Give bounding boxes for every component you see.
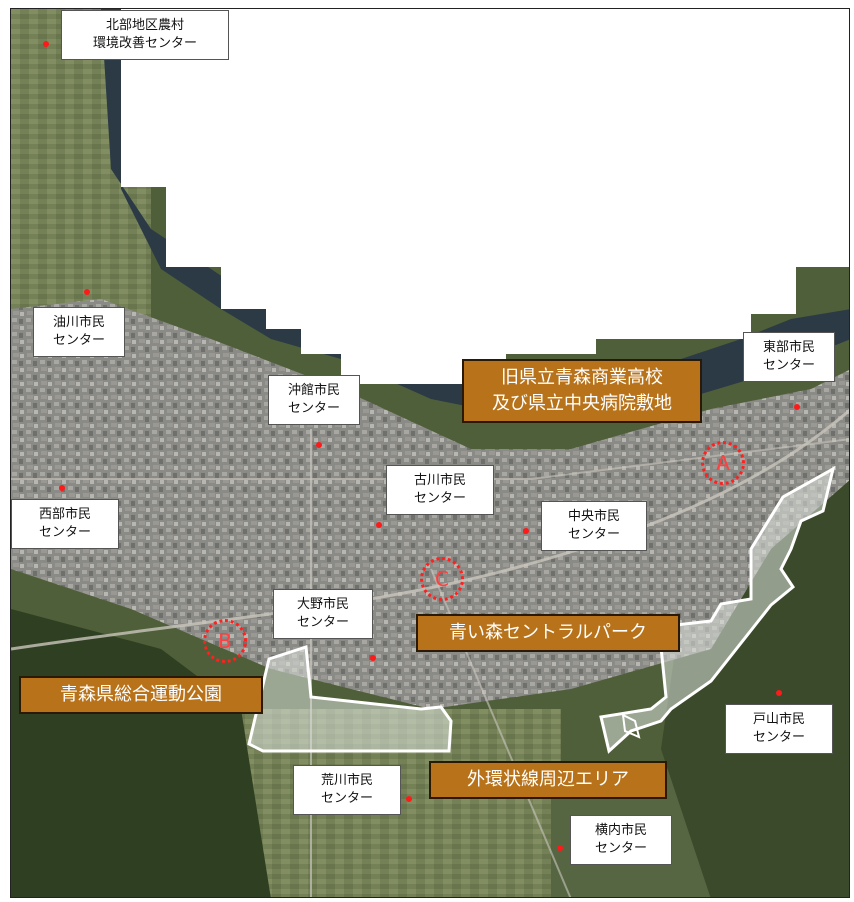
ono-center-label: 大野市民センター xyxy=(273,589,373,639)
site-a-marker[interactable]: A xyxy=(701,441,745,485)
aburakawa-center-label: 油川市民センター xyxy=(33,307,125,357)
chuo-center-marker[interactable] xyxy=(523,528,529,534)
hokubu-center-label: 北部地区農村環境改善センター xyxy=(61,10,229,60)
hokubu-center-marker[interactable] xyxy=(43,41,49,47)
seibu-center-marker[interactable] xyxy=(59,485,65,491)
yokouchi-center-label: 横内市民センター xyxy=(570,815,672,865)
sports-park-banner: 青森県総合運動公園 xyxy=(19,676,263,714)
site-c-marker[interactable]: C xyxy=(420,557,464,601)
furukawa-center-marker[interactable] xyxy=(376,522,382,528)
furukawa-center-label: 古川市民センター xyxy=(386,465,494,515)
aburakawa-center-marker[interactable] xyxy=(84,289,90,295)
okidate-center-label: 沖館市民センター xyxy=(268,375,360,425)
toyama-center-label: 戸山市民センター xyxy=(725,704,833,754)
okidate-center-marker[interactable] xyxy=(316,442,322,448)
toyama-center-marker[interactable] xyxy=(776,690,782,696)
aerial-map[interactable]: A B C 北部地区農村環境改善センター 油川市民センター 沖館市民センター 東… xyxy=(10,8,850,898)
yokouchi-center-marker[interactable] xyxy=(557,845,563,851)
tobu-center-marker[interactable] xyxy=(794,404,800,410)
arakawa-center-label: 荒川市民センター xyxy=(293,765,401,815)
ring-road-area-banner: 外環状線周辺エリア xyxy=(429,761,667,799)
ono-center-marker[interactable] xyxy=(370,655,376,661)
central-park-banner: 青い森セントラルパーク xyxy=(416,614,680,652)
arakawa-center-marker[interactable] xyxy=(406,796,412,802)
seibu-center-label: 西部市民センター xyxy=(11,499,119,549)
tobu-center-label: 東部市民センター xyxy=(743,332,835,382)
old-commercial-school-site-banner: 旧県立青森商業高校及び県立中央病院敷地 xyxy=(462,359,702,423)
chuo-center-label: 中央市民センター xyxy=(541,501,647,551)
site-b-marker[interactable]: B xyxy=(203,619,247,663)
